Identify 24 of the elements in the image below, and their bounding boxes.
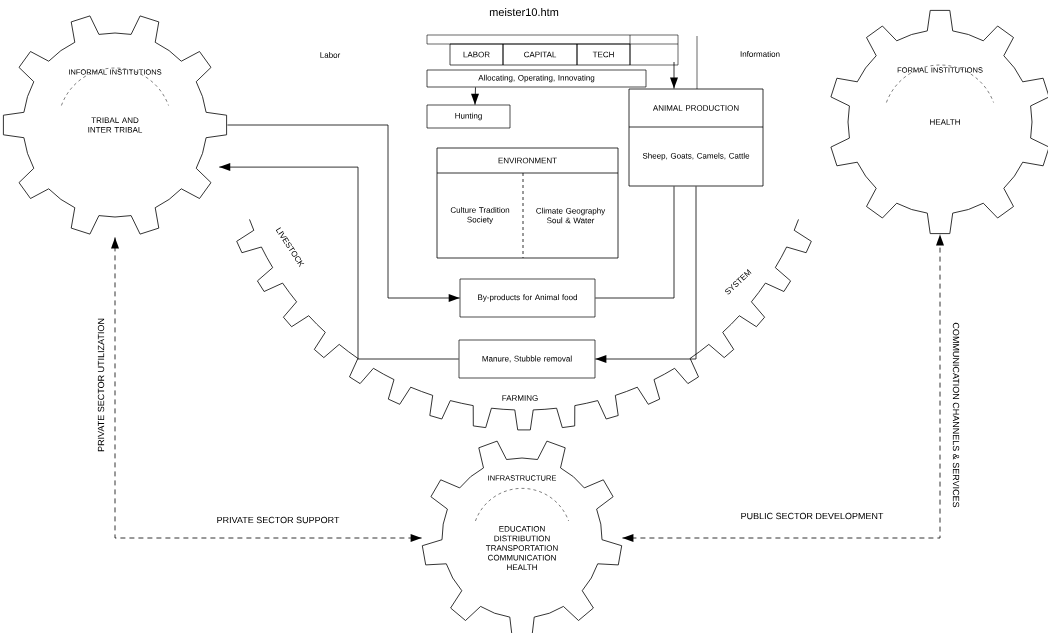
arrow	[218, 163, 460, 360]
table-cell: CAPITAL	[502, 43, 578, 66]
table-box: ANIMAL PRODUCTION Sheep, Goats, Camels, Cattle	[628, 88, 764, 187]
file-name: meister10.htm	[489, 7, 559, 17]
arrow	[471, 86, 479, 106]
arrow	[670, 61, 678, 89]
gear-label: FARMING	[502, 395, 538, 401]
arrow	[622, 234, 944, 542]
text-label: PRIVATE SECTOR UTILIZATION	[97, 318, 105, 452]
text-label: Information	[740, 51, 780, 57]
text-label: Labor	[320, 52, 341, 58]
arrow	[227, 124, 461, 302]
table-cell: LABOR	[449, 43, 504, 66]
edge-label: PRIVATE SECTOR SUPPORT	[215, 515, 341, 525]
arrow	[594, 186, 697, 363]
process-box: Allocating, Operating, Innovating	[426, 69, 647, 88]
process-box: Hunting	[426, 104, 511, 129]
edge-label: PUBLIC SECTOR DEVELOPMENT	[739, 511, 885, 521]
text-label: COMMUNICATION CHANNELS & SERVICES	[952, 322, 960, 508]
process-box: By-products for Animal food	[459, 278, 596, 318]
table-box: ENVIRONMENT Culture Tradition Society Climate Geography Soul & Water	[436, 147, 619, 259]
table-cell: TECH	[576, 43, 631, 66]
arrow	[111, 237, 422, 542]
process-box: Manure, Stubble removal	[458, 339, 596, 379]
